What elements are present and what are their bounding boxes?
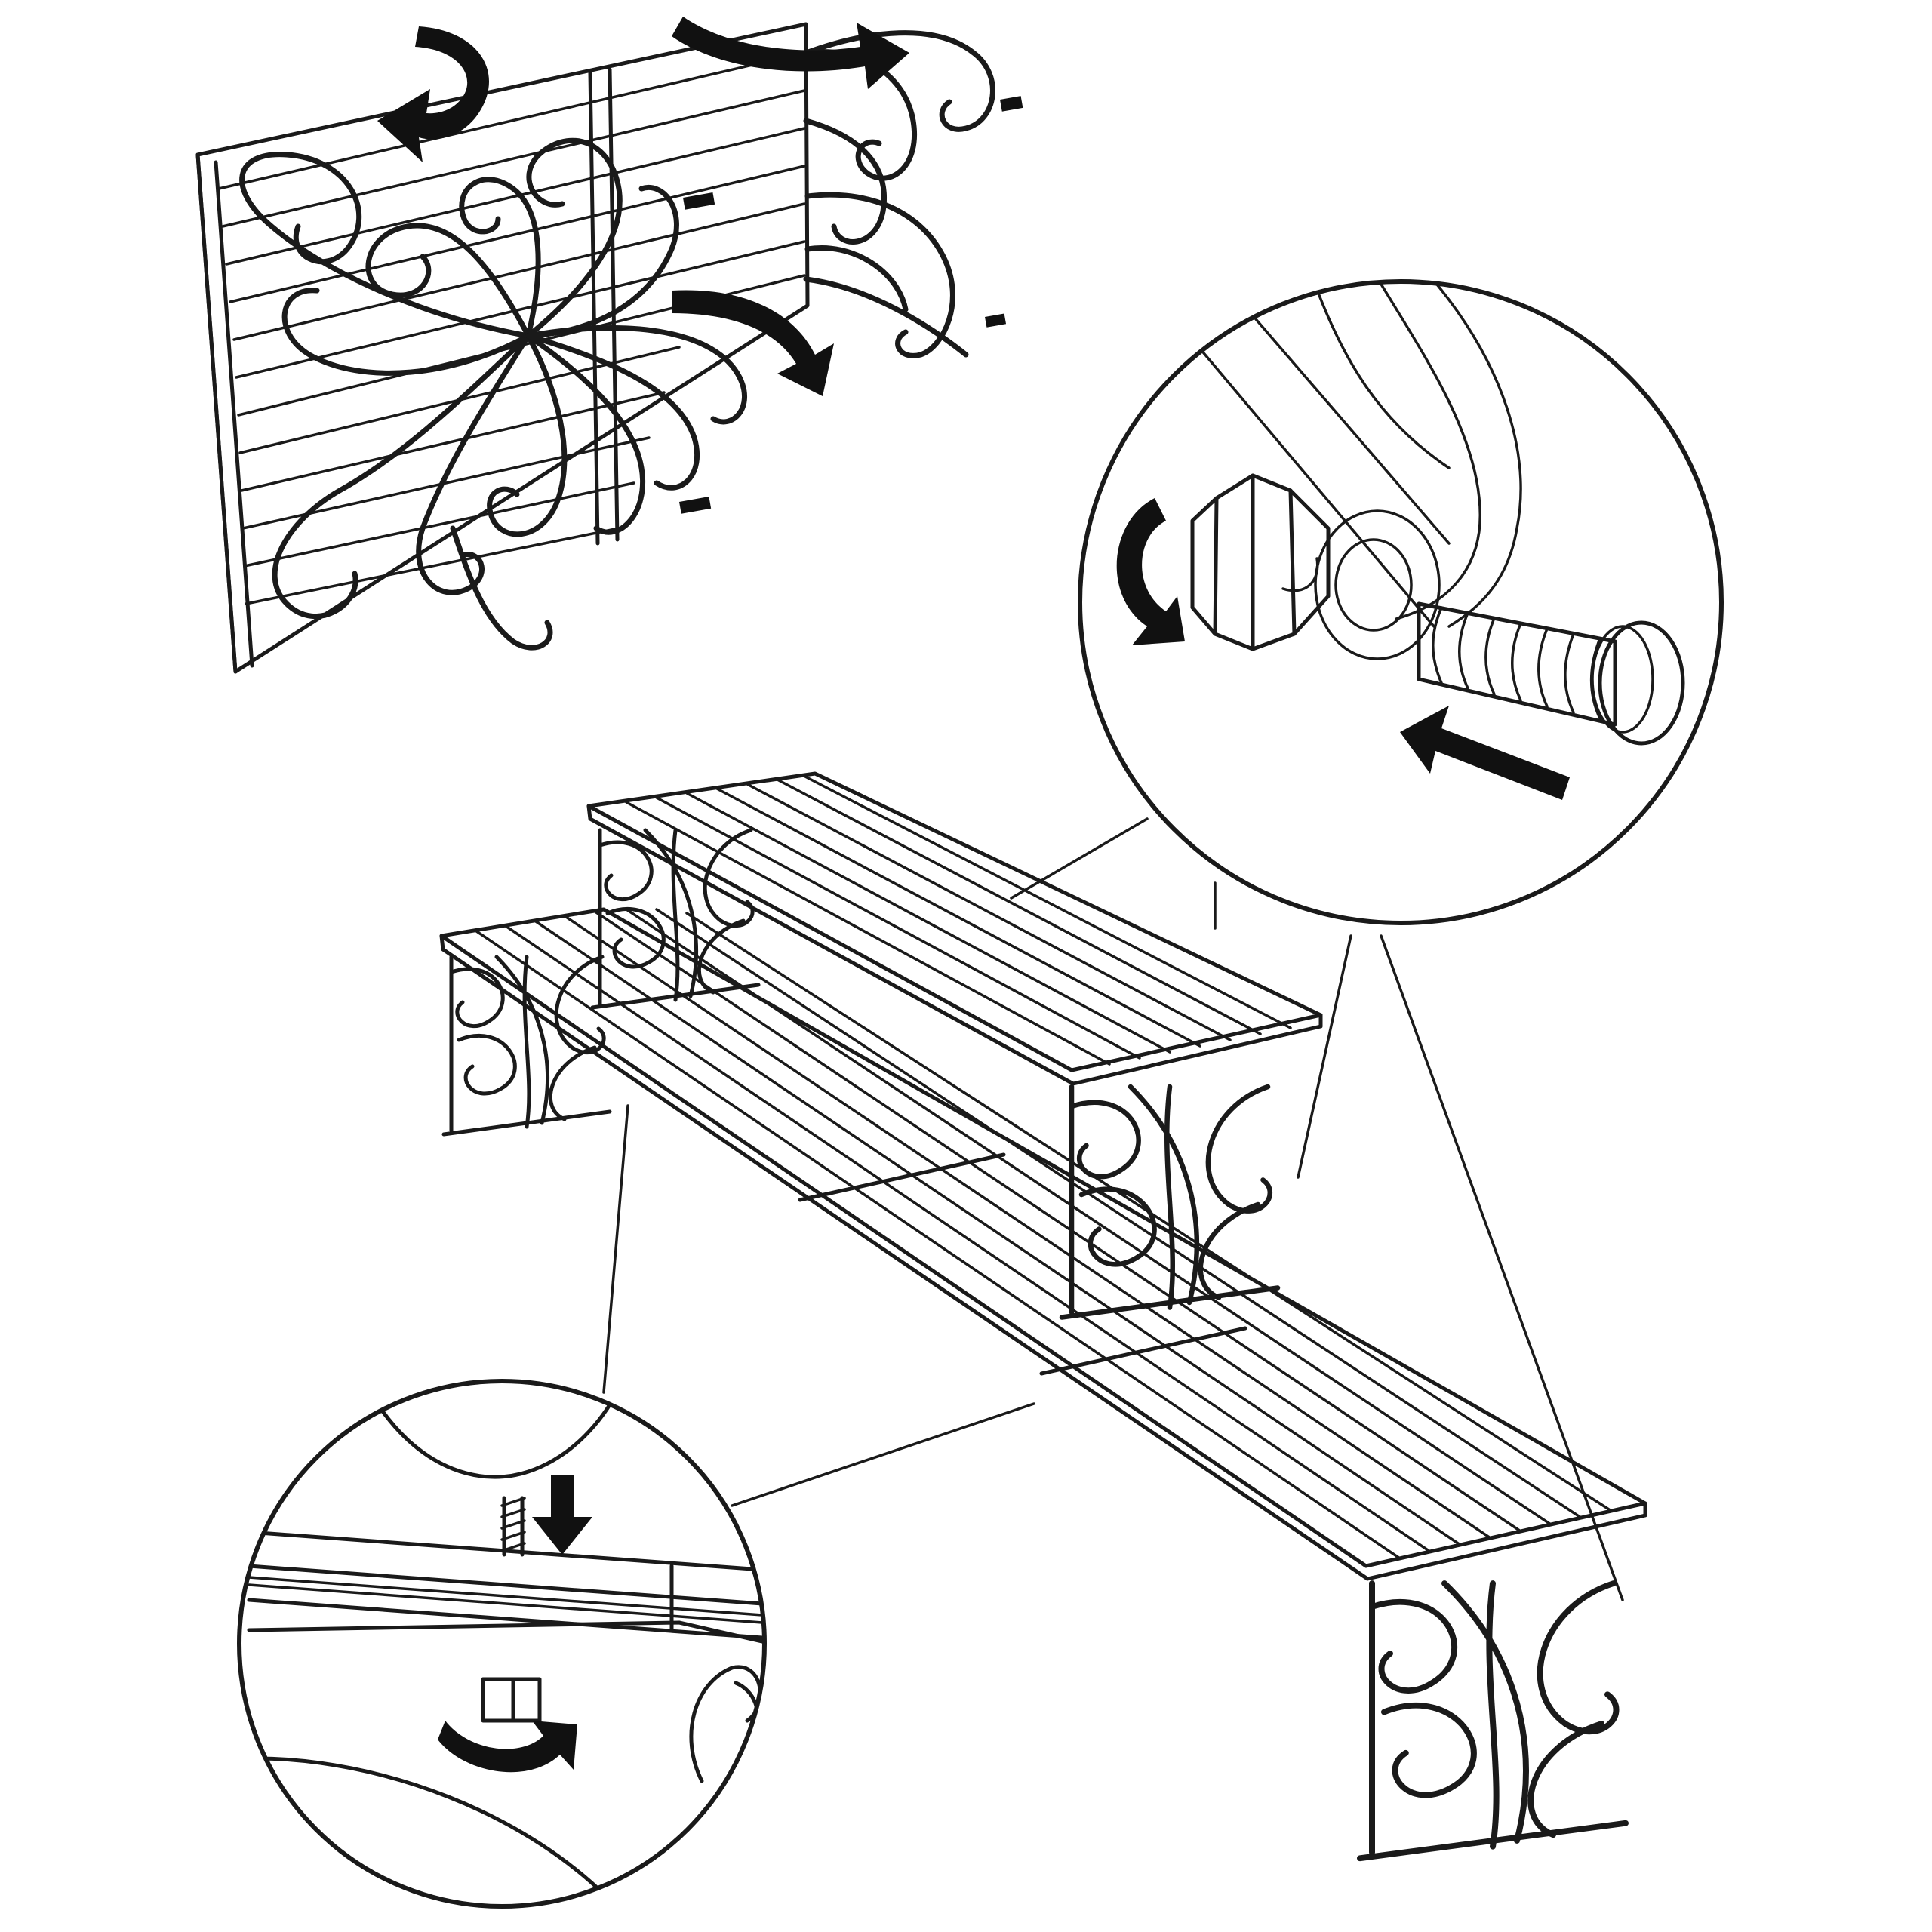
leader-line <box>731 1402 1035 1507</box>
leader-line <box>1010 817 1149 900</box>
insert-bolt-arrow-icon <box>1400 706 1570 800</box>
side-bracket <box>195 22 1023 674</box>
rotate-top-left-arrow-icon <box>377 26 490 162</box>
leader-line <box>1380 934 1624 1601</box>
rotate-top-right-arrow-icon <box>672 17 909 89</box>
leader-line <box>1297 934 1352 1179</box>
two-tier-shelf <box>439 771 1647 1858</box>
rotate-middle-arrow-icon <box>672 290 834 396</box>
nut-detail-callout <box>237 1379 767 1909</box>
bolt-detail-callout <box>1078 279 1724 925</box>
screw-down-arrow-icon <box>532 1475 592 1555</box>
turn-nut-arrow-icon <box>438 1721 577 1773</box>
tighten-nut-arrow-icon <box>1116 498 1185 645</box>
leader-line <box>602 1104 629 1394</box>
